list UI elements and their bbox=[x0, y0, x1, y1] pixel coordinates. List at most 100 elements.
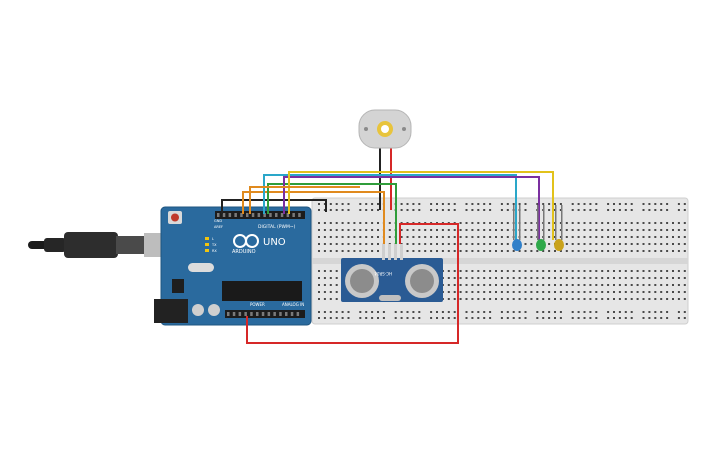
breadboard-hole[interactable] bbox=[318, 291, 320, 293]
breadboard-hole[interactable] bbox=[329, 222, 332, 224]
breadboard-hole[interactable] bbox=[465, 277, 468, 279]
breadboard-hole[interactable] bbox=[565, 250, 568, 252]
breadboard-hole[interactable] bbox=[536, 284, 539, 286]
breadboard-hole[interactable] bbox=[618, 291, 621, 293]
header-pin[interactable] bbox=[280, 213, 284, 217]
breadboard-hole[interactable] bbox=[477, 209, 480, 211]
breadboard-hole[interactable] bbox=[624, 311, 627, 313]
breadboard-hole[interactable] bbox=[506, 222, 509, 224]
breadboard-hole[interactable] bbox=[660, 311, 663, 313]
breadboard-hole[interactable] bbox=[654, 229, 657, 231]
breadboard-hole[interactable] bbox=[512, 317, 515, 319]
breadboard-hole[interactable] bbox=[371, 317, 374, 319]
breadboard-hole[interactable] bbox=[500, 298, 503, 300]
breadboard-hole[interactable] bbox=[377, 222, 379, 224]
breadboard-hole[interactable] bbox=[465, 243, 468, 245]
breadboard-hole[interactable] bbox=[595, 250, 598, 252]
breadboard-hole[interactable] bbox=[677, 243, 680, 245]
breadboard-hole[interactable] bbox=[589, 298, 592, 300]
led-yellow[interactable] bbox=[554, 205, 564, 251]
breadboard-hole[interactable] bbox=[323, 311, 326, 313]
breadboard-hole[interactable] bbox=[506, 209, 509, 211]
breadboard-hole[interactable] bbox=[365, 229, 368, 231]
breadboard-hole[interactable] bbox=[565, 277, 568, 279]
breadboard-hole[interactable] bbox=[666, 311, 669, 313]
breadboard-hole[interactable] bbox=[359, 250, 362, 252]
breadboard-hole[interactable] bbox=[406, 250, 409, 252]
breadboard-hole[interactable] bbox=[459, 284, 462, 286]
breadboard-hole[interactable] bbox=[595, 236, 598, 238]
breadboard-hole[interactable] bbox=[500, 243, 503, 245]
breadboard-hole[interactable] bbox=[583, 291, 586, 293]
breadboard-hole[interactable] bbox=[412, 243, 415, 245]
led-blue[interactable] bbox=[512, 205, 522, 251]
breadboard-hole[interactable] bbox=[565, 298, 568, 300]
breadboard-hole[interactable] bbox=[518, 250, 521, 252]
breadboard-hole[interactable] bbox=[571, 222, 574, 224]
breadboard-hole[interactable] bbox=[359, 203, 362, 205]
breadboard-hole[interactable] bbox=[323, 317, 326, 319]
breadboard-hole[interactable] bbox=[530, 284, 533, 286]
breadboard-hole[interactable] bbox=[548, 250, 551, 252]
header-pin[interactable] bbox=[285, 312, 288, 316]
breadboard-hole[interactable] bbox=[471, 236, 474, 238]
breadboard-hole[interactable] bbox=[624, 270, 627, 272]
breadboard-hole[interactable] bbox=[542, 250, 545, 252]
breadboard-hole[interactable] bbox=[613, 250, 615, 252]
breadboard-hole[interactable] bbox=[618, 236, 621, 238]
breadboard-hole[interactable] bbox=[382, 311, 385, 313]
breadboard-hole[interactable] bbox=[524, 291, 527, 293]
breadboard-hole[interactable] bbox=[495, 229, 497, 231]
breadboard-hole[interactable] bbox=[447, 284, 450, 286]
breadboard-hole[interactable] bbox=[424, 236, 427, 238]
breadboard-hole[interactable] bbox=[489, 284, 492, 286]
breadboard-hole[interactable] bbox=[542, 203, 545, 205]
breadboard-hole[interactable] bbox=[554, 298, 556, 300]
header-pin[interactable] bbox=[257, 213, 261, 217]
breadboard-hole[interactable] bbox=[500, 284, 503, 286]
breadboard-hole[interactable] bbox=[323, 203, 326, 205]
breadboard-hole[interactable] bbox=[459, 229, 462, 231]
breadboard-hole[interactable] bbox=[565, 270, 568, 272]
breadboard-hole[interactable] bbox=[613, 298, 615, 300]
breadboard-hole[interactable] bbox=[359, 236, 362, 238]
breadboard-hole[interactable] bbox=[359, 243, 362, 245]
breadboard-hole[interactable] bbox=[329, 277, 332, 279]
breadboard-hole[interactable] bbox=[571, 298, 574, 300]
breadboard-hole[interactable] bbox=[418, 250, 421, 252]
breadboard-hole[interactable] bbox=[500, 311, 503, 313]
breadboard-hole[interactable] bbox=[477, 311, 480, 313]
breadboard-hole[interactable] bbox=[353, 229, 356, 231]
breadboard-hole[interactable] bbox=[530, 291, 533, 293]
breadboard-hole[interactable] bbox=[512, 284, 515, 286]
breadboard-hole[interactable] bbox=[377, 311, 379, 313]
breadboard-hole[interactable] bbox=[571, 203, 574, 205]
breadboard-hole[interactable] bbox=[571, 270, 574, 272]
breadboard-hole[interactable] bbox=[341, 311, 344, 313]
breadboard-hole[interactable] bbox=[672, 270, 674, 272]
breadboard-hole[interactable] bbox=[495, 277, 497, 279]
breadboard-hole[interactable] bbox=[430, 229, 433, 231]
breadboard-hole[interactable] bbox=[630, 250, 633, 252]
breadboard-hole[interactable] bbox=[489, 209, 492, 211]
breadboard-hole[interactable] bbox=[459, 236, 462, 238]
breadboard-hole[interactable] bbox=[512, 291, 515, 293]
breadboard-hole[interactable] bbox=[648, 270, 651, 272]
breadboard-hole[interactable] bbox=[618, 311, 621, 313]
breadboard-hole[interactable] bbox=[518, 284, 521, 286]
breadboard-hole[interactable] bbox=[630, 311, 633, 313]
breadboard-hole[interactable] bbox=[329, 236, 332, 238]
breadboard-hole[interactable] bbox=[536, 298, 539, 300]
breadboard-hole[interactable] bbox=[318, 317, 320, 319]
breadboard-hole[interactable] bbox=[583, 229, 586, 231]
breadboard-hole[interactable] bbox=[683, 229, 686, 231]
breadboard-hole[interactable] bbox=[607, 291, 610, 293]
breadboard-hole[interactable] bbox=[465, 298, 468, 300]
breadboard-hole[interactable] bbox=[589, 270, 592, 272]
breadboard-hole[interactable] bbox=[441, 250, 444, 252]
breadboard-hole[interactable] bbox=[630, 317, 633, 319]
breadboard-hole[interactable] bbox=[518, 203, 521, 205]
header-pin[interactable] bbox=[217, 213, 220, 217]
breadboard-hole[interactable] bbox=[648, 277, 651, 279]
breadboard-hole[interactable] bbox=[459, 243, 462, 245]
